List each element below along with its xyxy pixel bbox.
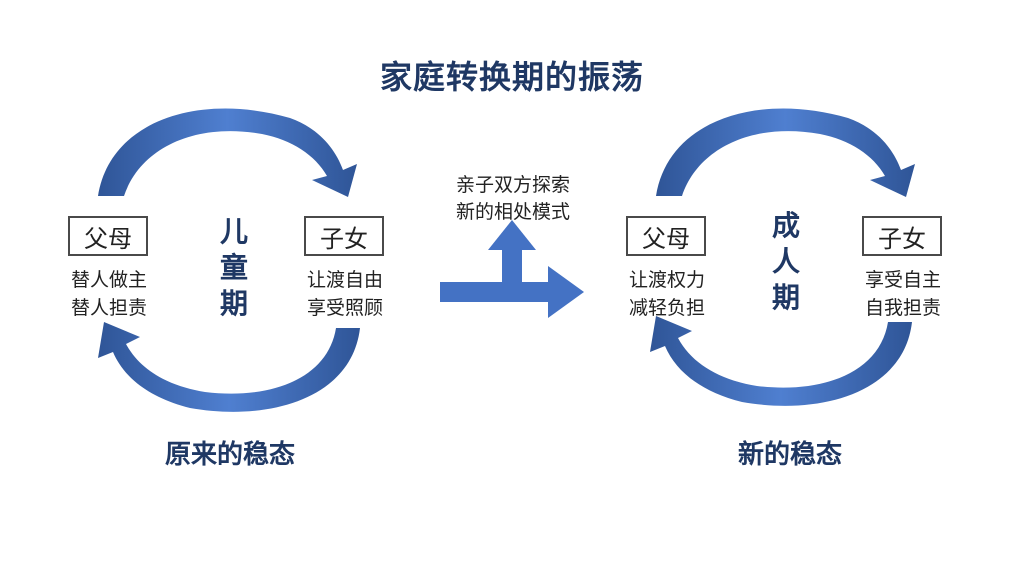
right-bottom-arc-arrow	[650, 316, 912, 406]
right-child-desc-line-1: 享受自主	[864, 269, 941, 291]
right-parent-desc: 让渡权力 减轻负担	[612, 266, 722, 322]
left-bottom-arc-arrow	[98, 322, 360, 412]
right-top-arc-arrow	[656, 108, 915, 197]
transition-explore-text: 亲子双方探索 新的相处模式	[428, 172, 598, 226]
right-child-box: 子女	[862, 216, 942, 256]
left-top-arc-arrow	[98, 108, 357, 197]
explore-line-2: 新的相处模式	[455, 201, 570, 223]
left-steady-state: 原来的稳态	[164, 440, 295, 470]
left-parent-desc-line-2: 替人担责	[70, 297, 147, 319]
right-parent-box: 父母	[626, 216, 706, 256]
left-parent-desc-line-1: 替人做主	[70, 269, 147, 291]
right-child-desc-line-2: 自我担责	[864, 297, 941, 319]
left-stage-label: 儿童期	[219, 215, 248, 320]
left-child-desc-line-2: 享受照顾	[306, 297, 383, 319]
left-parent-desc: 替人做主 替人担责	[54, 266, 164, 322]
right-steady-state: 新的稳态	[737, 440, 842, 470]
right-parent-desc-line-2: 减轻负担	[628, 297, 705, 319]
right-child-desc: 享受自主 自我担责	[848, 266, 958, 322]
left-child-desc-line-1: 让渡自由	[306, 269, 383, 291]
left-child-box: 子女	[304, 216, 384, 256]
explore-line-1: 亲子双方探索	[455, 174, 570, 196]
right-parent-desc-line-1: 让渡权力	[628, 269, 705, 291]
page-title: 家庭转换期的振荡	[379, 58, 644, 96]
left-parent-box: 父母	[68, 216, 148, 256]
transition-arrow	[440, 220, 584, 318]
right-stage-label: 成人期	[771, 209, 800, 314]
left-child-desc: 让渡自由 享受照顾	[290, 266, 400, 322]
